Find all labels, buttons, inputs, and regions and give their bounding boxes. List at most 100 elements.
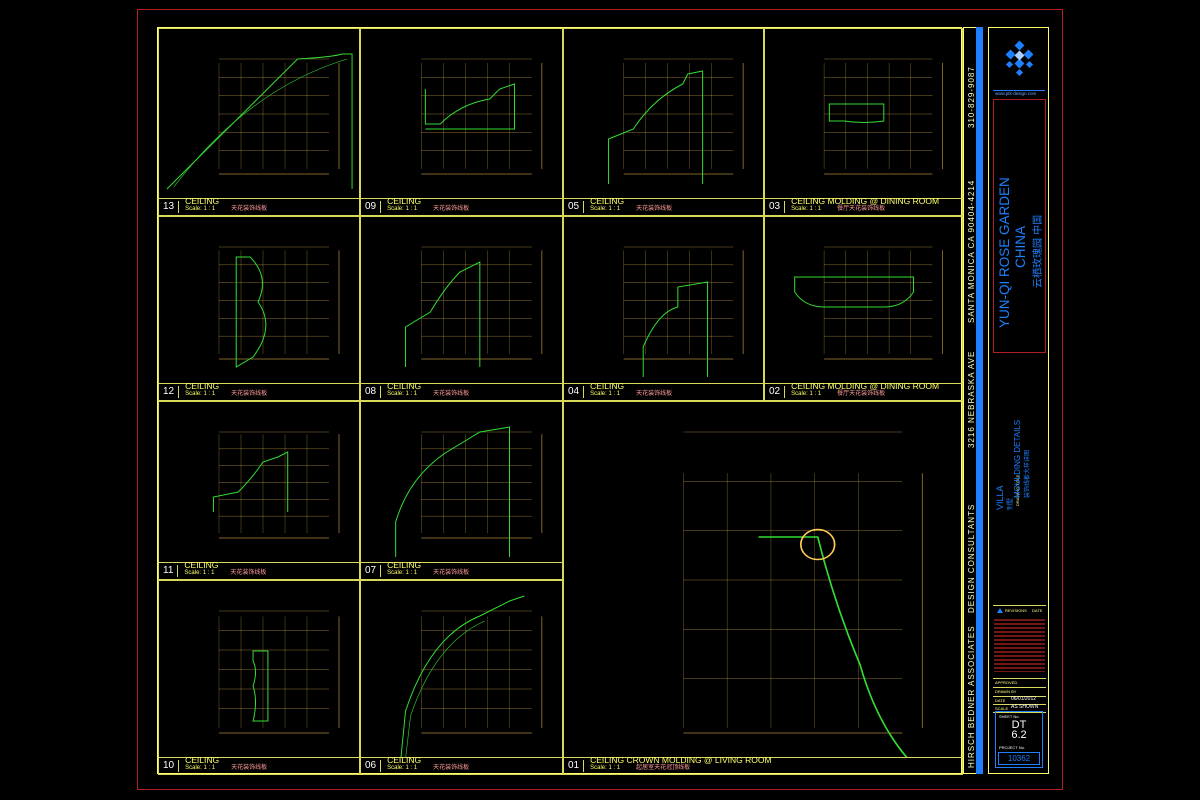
detail-title-cn: 天花装饰线板	[636, 206, 673, 212]
detail-number: 06	[365, 760, 382, 772]
villa-label: VILLA	[995, 485, 1005, 510]
detail-title: CEILING	[387, 196, 422, 206]
title-block: www.ptk-design.com YUN-QI ROSE GARDEN CH…	[988, 27, 1049, 774]
profile-drawing	[218, 610, 340, 734]
detail-number: 10	[163, 760, 180, 772]
revisions-label: REVISIONS	[1005, 608, 1027, 613]
detail-title-cn: 天花装饰线板	[231, 765, 268, 771]
detail-title-cn: 天花装饰线板	[231, 391, 268, 397]
blue-separator	[976, 27, 983, 774]
detail-title-cn: 天花装饰线板	[433, 206, 470, 212]
detail-scale: Scale: 1 : 1	[590, 391, 621, 397]
website-link[interactable]: www.ptk-design.com	[995, 91, 1037, 96]
detail-title-cn: 天花装饰线板	[636, 391, 673, 397]
sheet-number-box: SHEET No. DT 6.2 PROJECT No. 10362	[995, 711, 1043, 768]
sheet-number: DT	[1011, 719, 1027, 731]
detail-title: CEILING CROWN MOLDING @ LIVING ROOM	[590, 755, 772, 765]
detail-number: 12	[163, 386, 180, 398]
detail-title: CEILING	[185, 196, 220, 206]
detail-number: 05	[568, 201, 585, 213]
detail-title: CEILING MOLDING @ DINING ROOM	[791, 196, 940, 206]
detail-title: CEILING	[387, 381, 422, 391]
profile-drawing	[218, 246, 340, 368]
date-row-label: DATE	[995, 698, 1006, 703]
detail-scale: Scale: 1 : 1	[387, 206, 418, 212]
detail-scale: Scale: 1 : 1	[387, 391, 418, 397]
detail-title-cn: 天花装饰线板	[433, 570, 470, 576]
detail-title-cn: 天花装饰线板	[231, 206, 268, 212]
detail-title: CEILING MOLDING @ DINING ROOM	[791, 381, 940, 391]
detail-title-cn: 餐厅天花装饰线板	[837, 206, 886, 212]
project-no-label: PROJECT No.	[999, 745, 1025, 750]
date-header: DATE	[1032, 608, 1043, 613]
drawing-title-cn: 装饰线板大样详图	[1024, 449, 1031, 498]
detail-scale: Scale: 1 : 1	[185, 391, 216, 397]
scale-value: AS SHOWN	[1011, 704, 1039, 710]
detail-scale: Scale: 1 : 1	[387, 765, 418, 771]
profile-drawing	[395, 426, 543, 557]
drawing-title: MOULDING DETAILS	[1013, 419, 1022, 498]
approved-label: APPROVED	[995, 680, 1018, 685]
consultant-type: DESIGN CONSULTANTS	[967, 503, 976, 613]
profile-drawing	[212, 431, 340, 539]
profile-drawing	[794, 246, 943, 360]
project-title-2: CHINA	[1013, 225, 1028, 268]
consultant-city: SANTA MONICA CA 90404-4214	[967, 179, 976, 323]
profile-drawing	[823, 58, 943, 175]
profile-drawing	[166, 53, 353, 190]
detail-scale: Scale: 1 : 1	[590, 765, 621, 771]
detail-title-cn: 起居室天花冠顶线板	[636, 765, 691, 771]
detail-title: CEILING	[387, 560, 422, 570]
profile-drawing	[421, 58, 543, 175]
project-title-cn: 云栖玫瑰园 中国	[1033, 214, 1044, 288]
villa-cn: 别墅	[1007, 497, 1014, 510]
sheet-number-sub: 6.2	[1011, 729, 1027, 741]
profile-drawing	[683, 431, 923, 758]
detail-scale: Scale: 1 : 1	[185, 206, 216, 212]
detail-title: CEILING	[590, 196, 625, 206]
date-value: 06/01/2012	[1011, 696, 1037, 702]
consultant-name: HIRSCH BEDNER ASSOCIATES	[967, 625, 976, 768]
detail-number: 04	[568, 386, 585, 398]
project-number: 10362	[998, 752, 1040, 765]
detail-number: 13	[163, 201, 180, 213]
detail-title: CEILING	[184, 560, 219, 570]
detail-scale: Scale: 1 : 1	[387, 570, 418, 576]
profile-drawing	[400, 595, 543, 758]
detail-number: 02	[769, 386, 786, 398]
legal-notes	[994, 618, 1045, 672]
detail-number: 09	[365, 201, 382, 213]
consultant-address: 3216 NEBRASKA AVE	[967, 350, 976, 448]
detail-scale: Scale: 1 : 1	[791, 391, 822, 397]
sheet-border	[137, 9, 1063, 790]
detail-number: 01	[568, 760, 585, 772]
detail-title: CEILING	[387, 755, 422, 765]
detail-scale: Scale: 1 : 1	[184, 570, 215, 576]
detail-title-cn: 天花装饰线板	[433, 765, 470, 771]
drawn-by-label: DRAWN BY	[995, 689, 1017, 694]
detail-scale: Scale: 1 : 1	[791, 206, 822, 212]
